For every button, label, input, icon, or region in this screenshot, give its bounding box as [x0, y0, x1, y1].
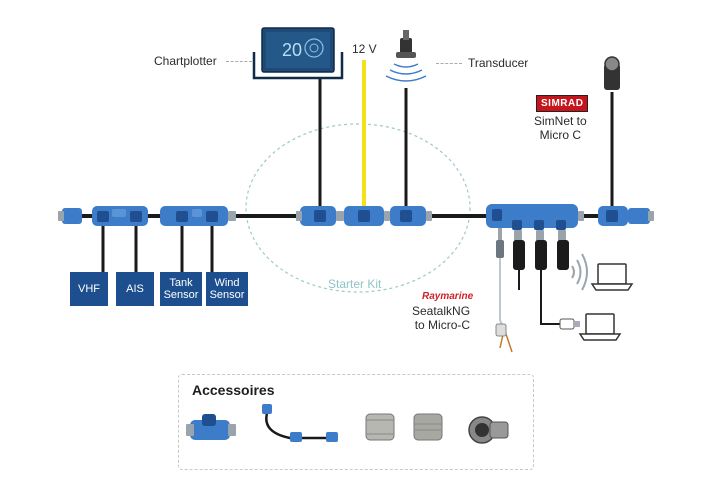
tee-connector-icon — [186, 414, 236, 440]
tee-connector-icon — [92, 206, 236, 226]
simnet-label: SimNet to Micro C — [534, 114, 587, 142]
raymarine-logo: Raymarine — [422, 291, 474, 302]
micro-c-connector-icon — [495, 323, 513, 353]
device-label: AIS — [126, 283, 144, 295]
transducer-icon — [385, 30, 427, 82]
starter-kit-tees — [296, 206, 432, 226]
cap-icon — [413, 413, 443, 441]
usb-cable-icon — [559, 318, 580, 330]
starter-kit-circle — [245, 123, 471, 293]
wifi-icon — [571, 253, 588, 291]
transducer-leader — [436, 63, 462, 64]
simrad-logo: SIMRAD — [536, 95, 589, 112]
device-label: Wind Sensor — [209, 277, 245, 301]
panel-connector-icon — [468, 416, 509, 444]
simnet-connector-icon — [604, 56, 620, 90]
device-box-wind-sensor: Wind Sensor — [206, 272, 248, 306]
micro-c-cable-icon — [262, 404, 338, 442]
device-box-vhf: VHF — [70, 272, 108, 306]
device-box-ais: AIS — [116, 272, 154, 306]
accessories-title: Accessoires — [192, 382, 275, 398]
accessories-panel — [178, 374, 534, 470]
chartplotter-icon: 20 — [252, 27, 344, 80]
screen-number: 20 — [282, 40, 302, 60]
device-label: Tank Sensor — [163, 277, 199, 301]
device-box-tank-sensor: Tank Sensor — [160, 272, 202, 306]
seatalk-label: SeatalkNG to Micro-C — [412, 304, 471, 332]
device-drop-cables — [101, 220, 214, 272]
starter-kit-label: Starter Kit — [328, 277, 382, 291]
transducer-label: Transducer — [468, 56, 529, 70]
chartplotter-label: Chartplotter — [154, 54, 217, 68]
power-label: 12 V — [352, 42, 377, 56]
laptop-icon — [590, 263, 634, 291]
cap-icon — [365, 413, 395, 441]
hub-drops — [496, 228, 569, 335]
device-label: VHF — [78, 283, 100, 295]
multiport-hub — [486, 204, 654, 230]
laptop-icon — [578, 313, 622, 341]
chartplotter-leader — [226, 61, 252, 62]
terminator-icon — [58, 208, 82, 224]
